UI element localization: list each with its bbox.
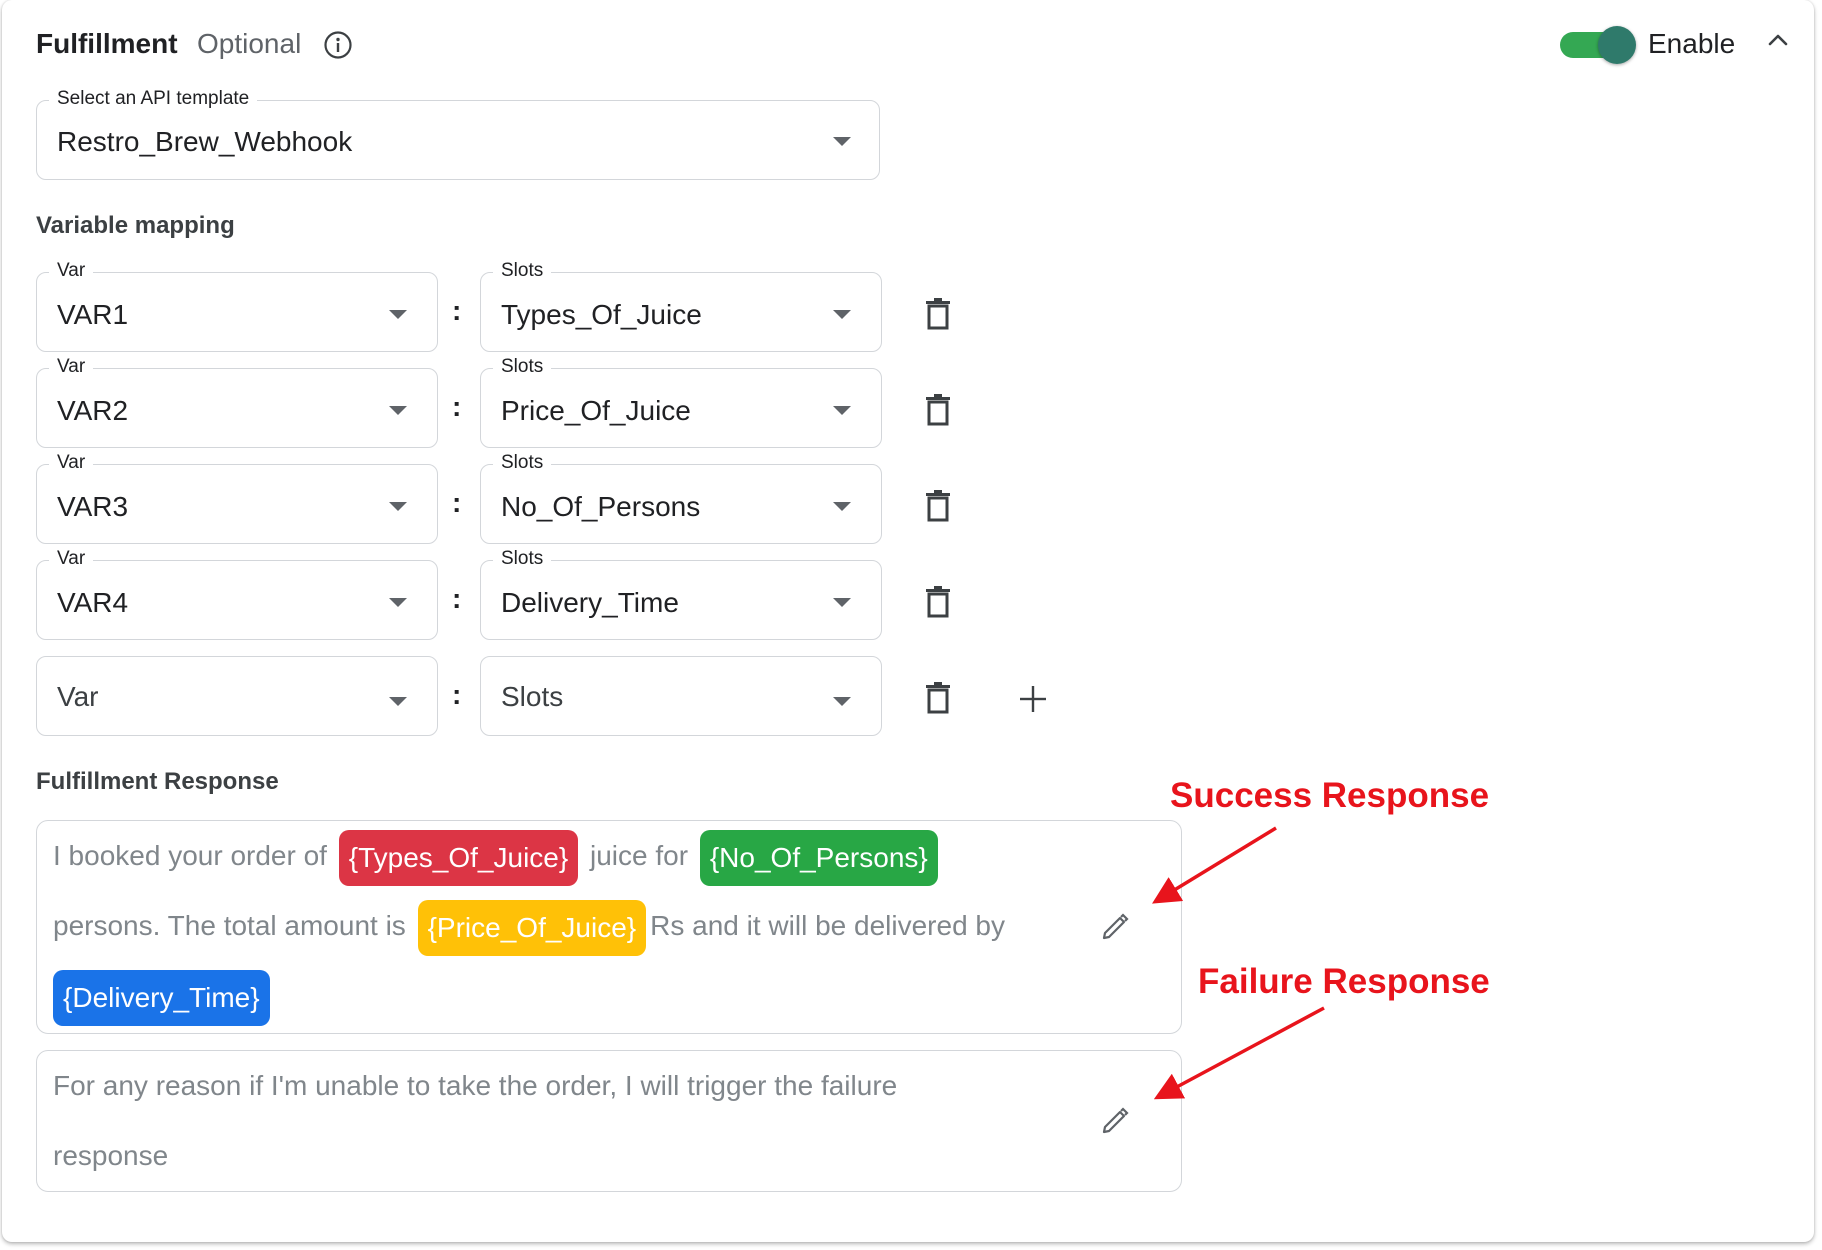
- mapping-separator: :: [452, 583, 462, 614]
- var-label: Var: [49, 259, 94, 283]
- var-label: Var: [49, 451, 94, 475]
- failure-response-box[interactable]: For any reason if I'm unable to take the…: [36, 1050, 1182, 1192]
- chevron-up-icon[interactable]: [1764, 26, 1792, 54]
- caret-down-icon: [389, 502, 407, 511]
- var-label: Var: [49, 547, 94, 571]
- trash-icon[interactable]: [924, 394, 952, 426]
- var-select[interactable]: Var VAR2: [36, 355, 438, 448]
- trash-icon[interactable]: [924, 490, 952, 522]
- caret-down-icon: [389, 598, 407, 607]
- slot-chip-price-of-juice: {Price_Of_Juice}: [417, 899, 647, 956]
- slot-label: Slots: [493, 451, 552, 475]
- slot-chip-no-of-persons: {No_Of_Persons}: [699, 829, 938, 886]
- caret-down-icon: [833, 598, 851, 607]
- mapping-separator: :: [452, 487, 462, 518]
- success-response-box[interactable]: I booked your order of {Types_Of_Juice} …: [36, 820, 1182, 1034]
- slot-value: Price_Of_Juice: [501, 395, 691, 426]
- slot-label: Slots: [493, 355, 552, 379]
- response-text-segment: Rs and it will be delivered by: [650, 910, 1005, 941]
- var-select[interactable]: Var VAR1: [36, 259, 438, 352]
- var-value: VAR1: [57, 299, 129, 330]
- response-text-segment: I booked your order of: [53, 840, 327, 871]
- var-value: VAR3: [57, 491, 129, 522]
- slot-value: No_Of_Persons: [501, 491, 701, 522]
- fulfillment-response-title: Fulfillment Response: [36, 768, 279, 795]
- var-value: VAR2: [57, 395, 129, 426]
- caret-down-icon: [389, 310, 407, 319]
- slot-value: Delivery_Time: [501, 587, 679, 618]
- enable-toggle[interactable]: [1560, 26, 1636, 64]
- slot-select[interactable]: Slots Types_Of_Juice: [480, 259, 882, 352]
- enable-label: Enable: [1648, 28, 1736, 59]
- variable-mapping-title: Variable mapping: [36, 212, 235, 239]
- trash-icon[interactable]: [924, 298, 952, 330]
- var-select[interactable]: Var VAR4: [36, 547, 438, 640]
- slot-placeholder: Slots: [501, 681, 564, 712]
- optional-label: Optional: [197, 28, 302, 59]
- caret-down-icon: [833, 137, 851, 146]
- slot-label: Slots: [493, 259, 552, 283]
- toggle-knob: [1598, 26, 1636, 64]
- section-title: Fulfillment: [36, 28, 178, 59]
- slot-chip-types-of-juice: {Types_Of_Juice}: [338, 829, 579, 886]
- caret-down-icon: [389, 697, 407, 706]
- response-text-segment: juice for: [590, 840, 689, 871]
- var-placeholder: Var: [57, 681, 99, 712]
- slot-select[interactable]: Slots: [480, 656, 882, 736]
- slot-label: Slots: [493, 547, 552, 571]
- slot-select[interactable]: Slots Delivery_Time: [480, 547, 882, 640]
- success-response-annotation: Success Response: [1170, 776, 1490, 815]
- pencil-icon[interactable]: [1101, 1105, 1131, 1135]
- api-template-value: Restro_Brew_Webhook: [57, 126, 353, 157]
- api-template-select[interactable]: Select an API template Restro_Brew_Webho…: [36, 87, 880, 180]
- trash-icon[interactable]: [924, 682, 952, 714]
- failure-response-text: For any reason if I'm unable to take the…: [53, 1070, 898, 1171]
- mapping-separator: :: [452, 391, 462, 422]
- pencil-icon[interactable]: [1101, 911, 1131, 941]
- caret-down-icon: [389, 406, 407, 415]
- caret-down-icon: [833, 697, 851, 706]
- caret-down-icon: [833, 310, 851, 319]
- failure-response-annotation: Failure Response: [1198, 962, 1490, 1001]
- trash-icon[interactable]: [924, 586, 952, 618]
- var-value: VAR4: [57, 587, 129, 618]
- slot-chip-delivery-time: {Delivery_Time}: [53, 969, 270, 1026]
- var-label: Var: [49, 355, 94, 379]
- success-response-text: I booked your order of {Types_Of_Juice} …: [53, 821, 1113, 1031]
- slot-select[interactable]: Slots No_Of_Persons: [480, 451, 882, 544]
- var-select[interactable]: Var: [36, 656, 438, 736]
- response-text-segment: persons. The total amount is: [53, 910, 406, 941]
- caret-down-icon: [833, 502, 851, 511]
- info-icon[interactable]: [323, 30, 353, 60]
- slot-select[interactable]: Slots Price_Of_Juice: [480, 355, 882, 448]
- caret-down-icon: [833, 406, 851, 415]
- plus-icon[interactable]: [1018, 684, 1048, 714]
- mapping-separator: :: [452, 679, 462, 710]
- var-select[interactable]: Var VAR3: [36, 451, 438, 544]
- mapping-separator: :: [452, 295, 462, 326]
- api-template-label: Select an API template: [49, 87, 258, 111]
- slot-value: Types_Of_Juice: [501, 299, 702, 330]
